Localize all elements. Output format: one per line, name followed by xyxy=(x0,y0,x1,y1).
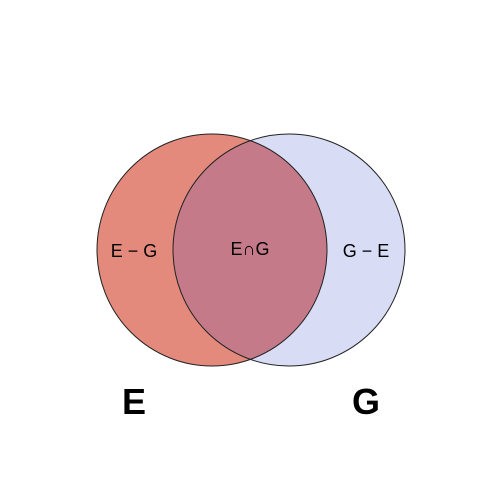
intersection-region xyxy=(173,134,327,366)
region-label-e-minus-g: E − G xyxy=(111,241,158,261)
region-label-g-minus-e: G − E xyxy=(343,241,390,261)
region-label-e-intersect-g: E∩G xyxy=(231,239,270,259)
set-g-outline xyxy=(172,133,406,367)
set-e-outline xyxy=(96,133,328,367)
set-label-g: G xyxy=(352,381,380,422)
set-label-e: E xyxy=(122,381,146,422)
